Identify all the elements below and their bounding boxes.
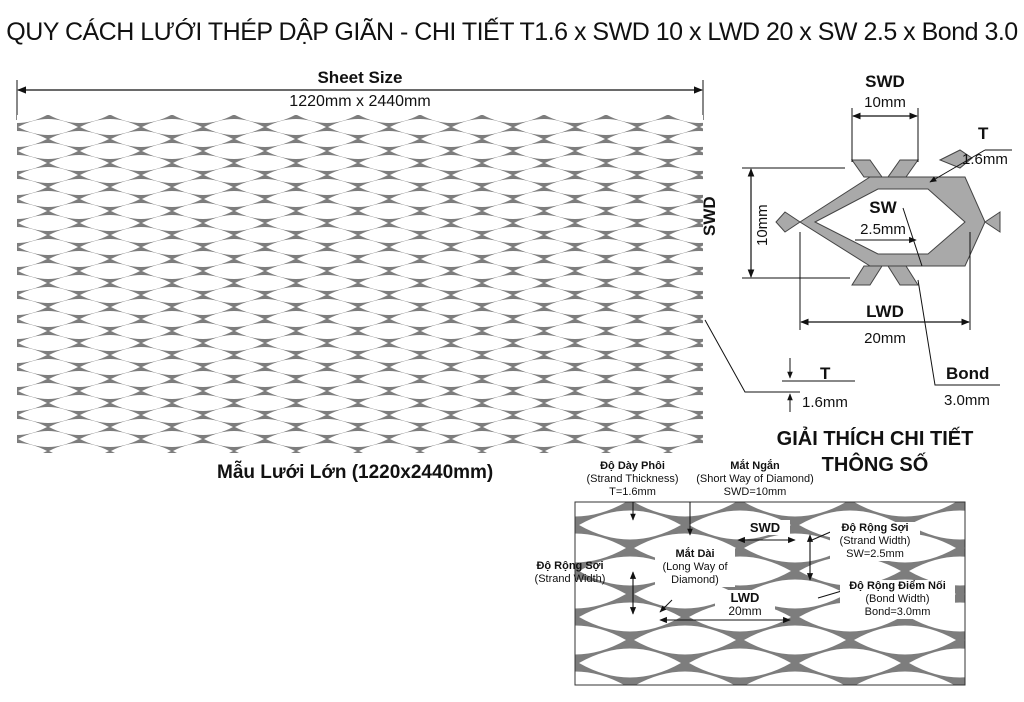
bond-width-val: Bond=3.0mm bbox=[864, 606, 931, 618]
short-way-en: (Short Way of Diamond) bbox=[696, 473, 814, 485]
strand-width-right-en: (Strand Width) bbox=[839, 535, 911, 547]
inner-lwd-value: 20mm bbox=[715, 604, 775, 618]
sheet-caption: Mẫu Lưới Lớn (1220x2440mm) bbox=[217, 462, 494, 483]
strand-thickness-vi: Độ Dày Phôi bbox=[600, 460, 665, 472]
detail-lwd-value: 20mm bbox=[864, 330, 906, 347]
detail-sw-label: SW bbox=[869, 198, 897, 217]
detail-lwd-label: LWD bbox=[866, 302, 904, 321]
bond-width-note: Độ Rộng Điểm Nối (Bond Width) Bond=3.0mm bbox=[840, 580, 955, 619]
large-mesh-sheet bbox=[17, 115, 703, 453]
detail-sw-value: 2.5mm bbox=[860, 221, 906, 238]
short-way-note: Mắt Ngắn (Short Way of Diamond) SWD=10mm bbox=[690, 460, 820, 499]
explain-heading-line1: GIẢI THÍCH CHI TIẾT bbox=[776, 428, 974, 450]
detail-swd-label: SWD bbox=[865, 72, 905, 91]
detail-swd-value: 10mm bbox=[864, 94, 906, 111]
detail-t-value: 1.6mm bbox=[962, 151, 1008, 168]
long-way-en1: (Long Way of bbox=[662, 561, 728, 573]
short-way-vi: Mắt Ngắn bbox=[730, 460, 780, 472]
bond-leader-line bbox=[917, 279, 1000, 386]
explain-heading-line2: THÔNG SỐ bbox=[821, 454, 929, 476]
strand-width-right-vi: Độ Rộng Sợi bbox=[841, 522, 909, 534]
strand-thickness-val: T=1.6mm bbox=[609, 486, 656, 498]
detail-swd-side-label: SWD bbox=[700, 196, 719, 236]
long-way-note: Mắt Dài (Long Way of Diamond) bbox=[655, 548, 735, 587]
sheet-size-value: 1220mm x 2440mm bbox=[289, 93, 431, 110]
thickness-label: T bbox=[820, 364, 831, 383]
strand-width-left-vi: Độ Rộng Sợi bbox=[536, 560, 604, 572]
thickness-value: 1.6mm bbox=[802, 394, 848, 411]
short-way-val: SWD=10mm bbox=[723, 486, 787, 498]
thickness-leader-line bbox=[704, 319, 790, 393]
strand-thickness-note: Độ Dày Phôi (Strand Thickness) T=1.6mm bbox=[565, 460, 700, 499]
sheet-size-label: Sheet Size bbox=[317, 68, 403, 87]
page-title: QUY CÁCH LƯỚI THÉP DẬP GIÃN - CHI TIẾT T… bbox=[6, 18, 1018, 46]
bond-width-en: (Bond Width) bbox=[865, 593, 930, 605]
inner-swd-label: SWD bbox=[740, 520, 790, 535]
strand-width-left-note: Độ Rộng Sợi (Strand Width) bbox=[520, 560, 620, 586]
detail-t-label: T bbox=[978, 124, 989, 143]
strand-thickness-en: (Strand Thickness) bbox=[586, 473, 679, 485]
bond-width-vi: Độ Rộng Điểm Nối bbox=[849, 580, 946, 592]
inner-lwd-label: LWD bbox=[715, 590, 775, 605]
detail-bond-value: 3.0mm bbox=[944, 392, 990, 409]
strand-width-left-en: (Strand Width) bbox=[534, 573, 606, 585]
long-way-vi: Mắt Dài bbox=[675, 548, 715, 560]
strand-width-right-note: Độ Rộng Sợi (Strand Width) SW=2.5mm bbox=[830, 522, 920, 561]
strand-width-right-val: SW=2.5mm bbox=[846, 548, 904, 560]
detail-swd-side-value: 10mm bbox=[754, 204, 771, 246]
diamond-detail-graphic bbox=[775, 149, 1001, 286]
detail-bond-label: Bond bbox=[946, 364, 990, 383]
long-way-en2: Diamond) bbox=[671, 574, 719, 586]
